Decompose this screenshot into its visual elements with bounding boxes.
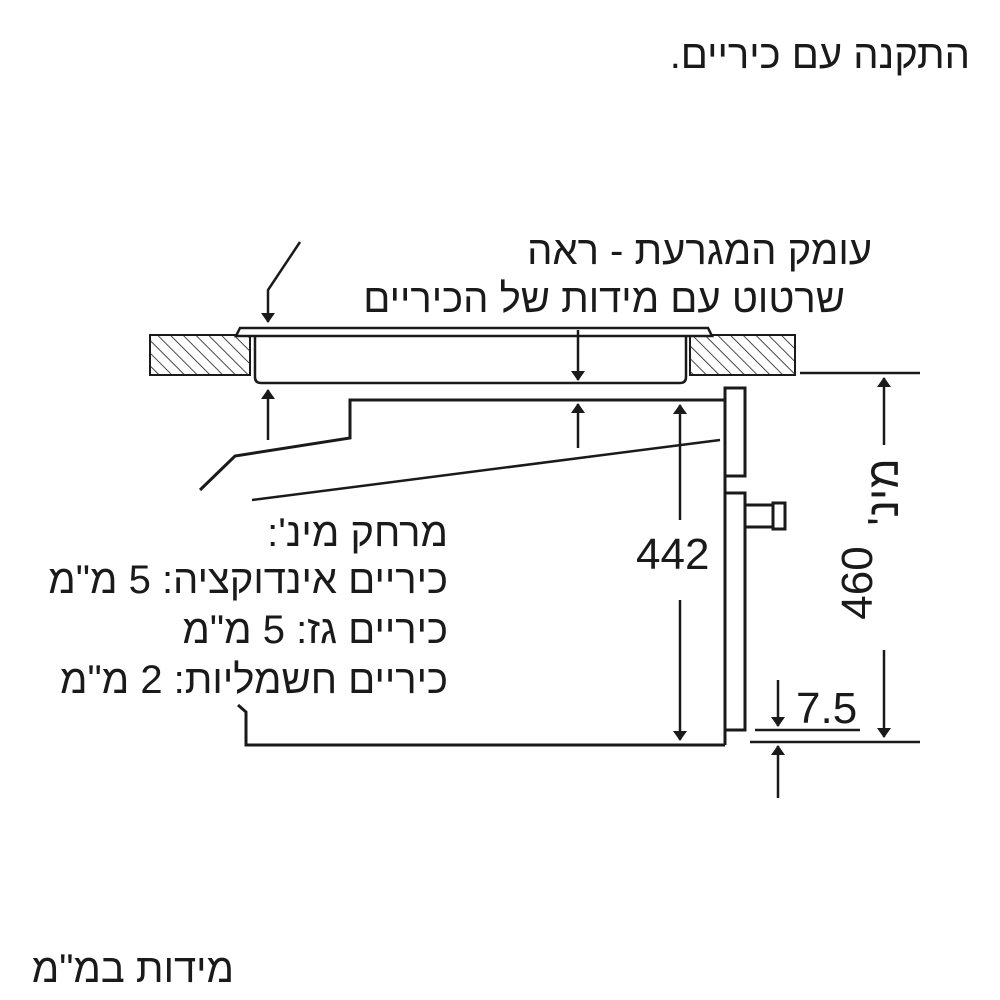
worktop-note-line1: עומק המגרעת - ראה [527,229,872,273]
dimension-460-prefix: מינ' [859,458,908,526]
dimension-7-5-line [755,680,860,798]
worktop-left [149,334,251,376]
min-distance-heading: מרחק מינ': [267,511,448,555]
reference-line [251,438,721,502]
units-note: מידות במ"מ [31,947,234,991]
oven [198,386,787,747]
dimension-7-5-label: 7.5 [796,684,858,733]
min-distance-electric: כיריים חשמליות: 2 מ"מ [60,658,448,702]
dimension-442-label: 442 [636,530,710,579]
worktop-right [689,334,796,376]
worktop-note-arrow [261,241,302,323]
dimension-460-label: 460 [833,546,882,620]
min-distance-gas: כיריים גז: 5 מ"מ [182,608,448,652]
dimension-460-line [750,371,920,744]
worktop-note-line2: שרטוט עם מידות של הכיריים [363,277,845,321]
clearance-arrows [261,330,585,448]
page-title: התקנה עם כיריים. [669,33,970,77]
min-distance-induction: כיריים אינדוקציה: 5 מ"מ [48,558,448,602]
hob [233,326,715,385]
